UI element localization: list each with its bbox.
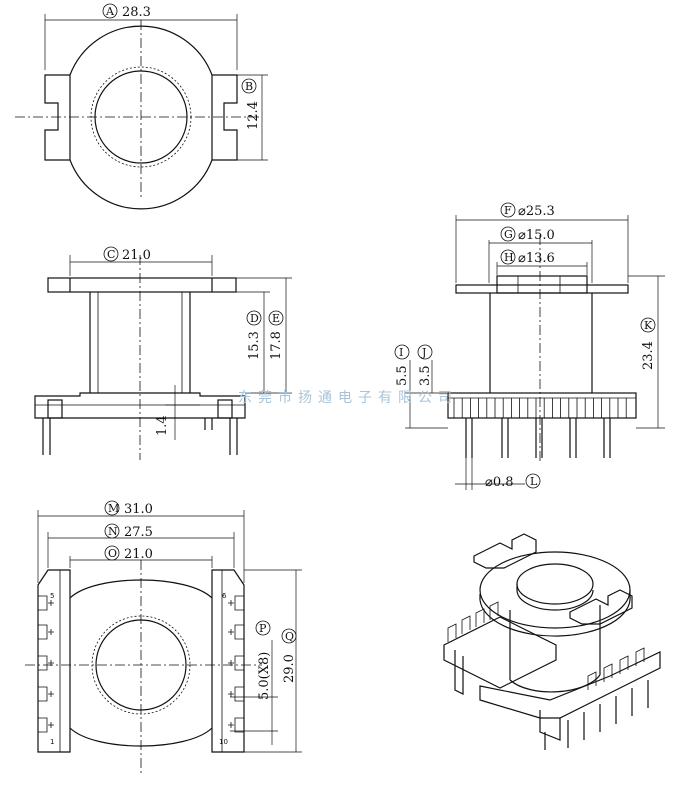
bottom-view <box>25 510 302 775</box>
dim-P-label: P 5.0(X8) <box>255 620 272 700</box>
pin-number-1: 1 <box>50 738 54 746</box>
dim-F-value: ⌀25.3 <box>518 204 555 219</box>
top-view <box>15 14 268 210</box>
dim-O-value: 21.0 <box>124 547 153 562</box>
dim-M-letter: M <box>108 502 119 515</box>
pin-notch <box>38 624 48 640</box>
dim-C-value: 21.0 <box>122 248 151 263</box>
dim-L-label: ⌀0.8 L <box>485 473 541 490</box>
pin-hole-mark <box>48 691 54 697</box>
dim-G-label: G ⌀15.0 <box>500 226 555 243</box>
dim-G-letter: G <box>504 228 513 241</box>
dim-E-label: E 17.8 <box>268 310 284 360</box>
pin-notch <box>38 655 48 671</box>
dim-base-value: 1.4 <box>155 415 170 436</box>
dim-O-letter: O <box>108 547 117 560</box>
dim-M-label: M 31.0 <box>104 500 153 517</box>
watermark-text: 东莞市扬通电子有限公司 <box>238 389 458 406</box>
dim-J-value: 3.5 <box>418 365 433 386</box>
pin-notch <box>38 686 48 702</box>
pin-notch <box>38 717 48 733</box>
dim-D-letter: D <box>250 312 259 325</box>
pin-number-6: 6 <box>222 592 227 600</box>
dim-Q-label: Q 29.0 <box>281 628 297 683</box>
dim-A-label: A 28.3 <box>102 3 151 20</box>
dim-C-label: C 21.0 <box>103 246 151 263</box>
dim-M-value: 31.0 <box>124 502 153 517</box>
pin-notch <box>234 595 244 611</box>
dim-E-value: 17.8 <box>269 331 284 360</box>
pin-hole-mark <box>48 722 54 728</box>
dim-P-letter: P <box>259 622 267 635</box>
pin-notch <box>234 686 244 702</box>
pin-number-10: 10 <box>219 738 228 746</box>
dim-A-value: 28.3 <box>122 5 151 20</box>
dim-H-label: H ⌀13.6 <box>500 249 555 266</box>
dim-N-letter: N <box>108 525 118 538</box>
dim-O-label: O 21.0 <box>104 545 153 562</box>
dim-Q-letter: Q <box>285 630 294 643</box>
side-view <box>405 215 665 490</box>
dim-D-value: 15.3 <box>247 331 262 360</box>
pin-hole-mark <box>228 600 234 606</box>
pin-notch <box>234 717 244 733</box>
pin-hole-mark <box>228 722 234 728</box>
dim-B-label: B 12.4 <box>241 78 261 130</box>
dim-L-value: ⌀0.8 <box>485 475 514 490</box>
pin-hole-mark <box>228 691 234 697</box>
pin-number-5: 5 <box>50 592 54 600</box>
dim-L-letter: L <box>530 475 538 488</box>
dim-I-value: 5.5 <box>395 365 410 386</box>
pin-hole-mark <box>48 629 54 635</box>
pin-notch <box>234 655 244 671</box>
dim-A-letter: A <box>105 5 115 18</box>
dim-E-letter: E <box>272 312 280 325</box>
pin-hole-mark <box>48 600 54 606</box>
dim-C-letter: C <box>107 248 115 261</box>
dim-H-value: ⌀13.6 <box>518 251 555 266</box>
dim-H-letter: H <box>504 251 514 264</box>
dim-B-letter: B <box>245 80 253 93</box>
dim-P-value: 5.0(X8) <box>257 652 272 700</box>
dim-F-label: F ⌀25.3 <box>500 202 555 219</box>
dim-K-letter: K <box>644 319 653 332</box>
front-view <box>34 255 292 460</box>
pin-notch <box>38 595 48 611</box>
dim-N-value: 27.5 <box>124 525 153 540</box>
pin-notch <box>234 624 244 640</box>
dim-Q-value: 29.0 <box>282 654 297 683</box>
dim-D-label: D 15.3 <box>246 310 262 360</box>
dim-J-letter: J <box>421 346 426 359</box>
dim-N-label: N 27.5 <box>104 523 153 540</box>
dim-B-value: 12.4 <box>246 101 261 130</box>
isometric-view <box>443 533 661 750</box>
dim-K-label: K 23.4 <box>640 317 656 370</box>
dim-J-label: J 3.5 <box>417 344 433 386</box>
pin-hole-mark <box>228 629 234 635</box>
dim-K-value: 23.4 <box>641 341 656 370</box>
dim-F-letter: F <box>504 204 512 217</box>
dim-G-value: ⌀15.0 <box>518 228 555 243</box>
dim-I-letter: I <box>399 346 403 359</box>
dim-I-label: I 5.5 <box>394 344 410 386</box>
